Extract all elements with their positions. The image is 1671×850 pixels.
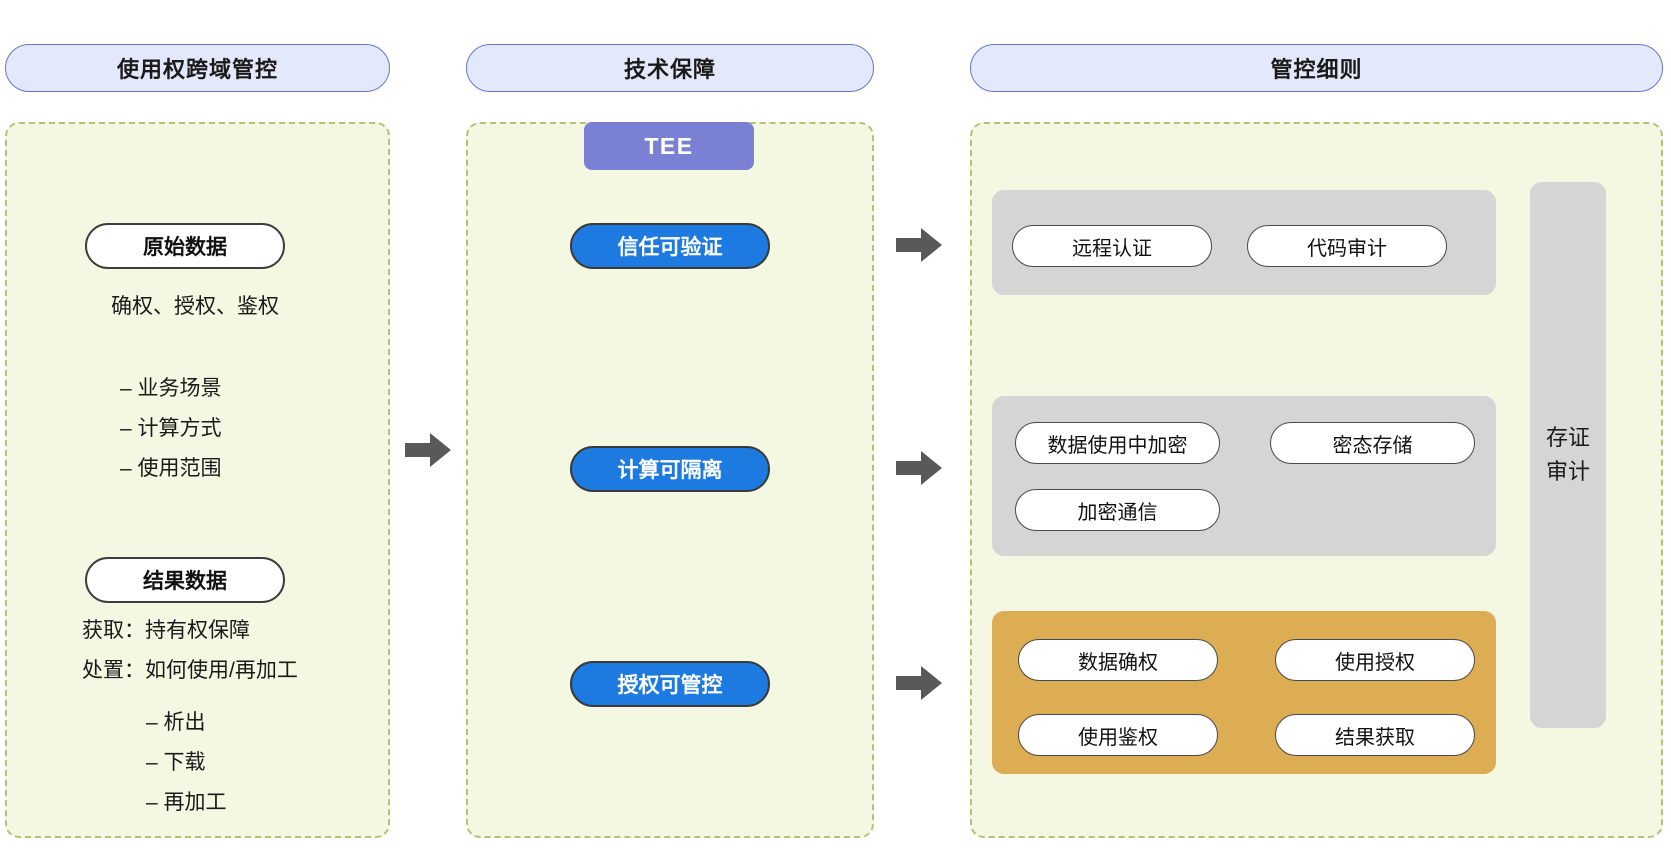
- result-data-pill[interactable]: 结果数据: [85, 557, 285, 603]
- audit-line-2: 审计: [1545, 459, 1590, 484]
- raw-bullet-3: – 使用范围: [120, 457, 222, 480]
- arrow-right-icon: [896, 666, 942, 700]
- arrow-right-icon: [896, 451, 942, 485]
- guarantee-pill-authorization[interactable]: 授权可管控: [570, 661, 770, 707]
- raw-bullet-1: – 业务场景: [120, 377, 222, 400]
- guarantee-pill-isolation[interactable]: 计算可隔离: [570, 446, 770, 492]
- chip-result-retrieval[interactable]: 结果获取: [1275, 714, 1475, 756]
- acquire-line: 获取：持有权保障: [82, 619, 250, 642]
- chip-in-use-encryption[interactable]: 数据使用中加密: [1015, 422, 1220, 464]
- column-header-middle: 技术保障: [466, 44, 874, 92]
- raw-bullet-2: – 计算方式: [120, 417, 222, 440]
- chip-usage-authorization[interactable]: 使用授权: [1275, 639, 1475, 681]
- rights-line: 确权、授权、鉴权: [111, 295, 279, 318]
- group-isolation: [992, 396, 1496, 556]
- column-header-left: 使用权跨域管控: [5, 44, 390, 92]
- arrow-right-icon: [405, 433, 451, 467]
- raw-data-pill[interactable]: 原始数据: [85, 223, 285, 269]
- audit-evidence-box: 存证 审计: [1530, 182, 1606, 728]
- result-bullet-3: – 再加工: [146, 791, 227, 814]
- chip-encrypted-storage[interactable]: 密态存储: [1270, 422, 1475, 464]
- result-bullet-2: – 下载: [146, 751, 206, 774]
- arrow-right-icon: [896, 228, 942, 262]
- tee-badge: TEE: [584, 122, 754, 170]
- dispose-line: 处置：如何使用/再加工: [82, 659, 298, 682]
- chip-data-ownership[interactable]: 数据确权: [1018, 639, 1218, 681]
- chip-encrypted-communication[interactable]: 加密通信: [1015, 489, 1220, 531]
- chip-usage-verification[interactable]: 使用鉴权: [1018, 714, 1218, 756]
- column-header-right: 管控细则: [970, 44, 1663, 92]
- chip-remote-attestation[interactable]: 远程认证: [1012, 225, 1212, 267]
- result-bullet-1: – 析出: [146, 711, 206, 734]
- audit-line-1: 存证: [1545, 424, 1590, 450]
- chip-code-audit[interactable]: 代码审计: [1247, 225, 1447, 267]
- guarantee-pill-trust[interactable]: 信任可验证: [570, 223, 770, 269]
